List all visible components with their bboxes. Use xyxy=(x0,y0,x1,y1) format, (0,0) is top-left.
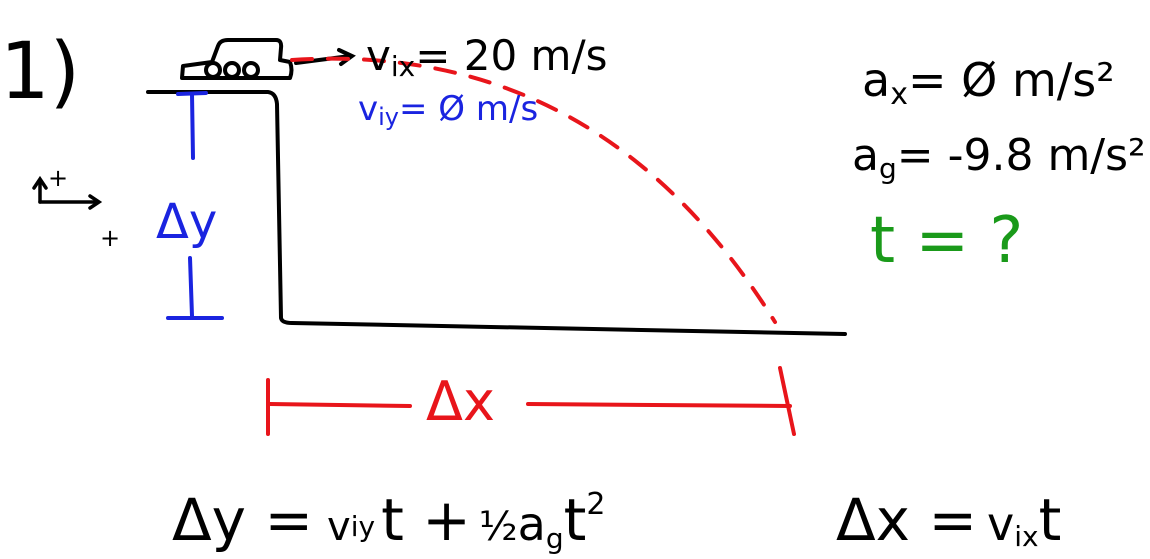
delta-x-label: Δx xyxy=(426,370,495,433)
t-unknown: t = ? xyxy=(870,204,1023,278)
delta-x-bracket xyxy=(266,366,796,436)
cliff-and-ground xyxy=(146,90,847,336)
delta-y-label: Δy xyxy=(156,194,217,250)
vix-label: vix= 20 m/s xyxy=(366,31,608,83)
delta-y-bracket xyxy=(166,91,224,320)
viy-label: viy= Ø m/s xyxy=(358,89,538,131)
car-icon xyxy=(180,38,294,80)
equation-delta-x: Δx =vixt xyxy=(836,486,1061,554)
ax-label: ax= Ø m/s² xyxy=(862,53,1115,112)
trajectory-dashed xyxy=(290,56,777,324)
axes-icon xyxy=(32,175,103,210)
axis-plus-right: + xyxy=(100,224,120,252)
ag-label: ag= -9.8 m/s² xyxy=(852,130,1146,185)
axis-plus-up: + xyxy=(48,164,68,192)
problem-number: 1) xyxy=(0,27,80,117)
